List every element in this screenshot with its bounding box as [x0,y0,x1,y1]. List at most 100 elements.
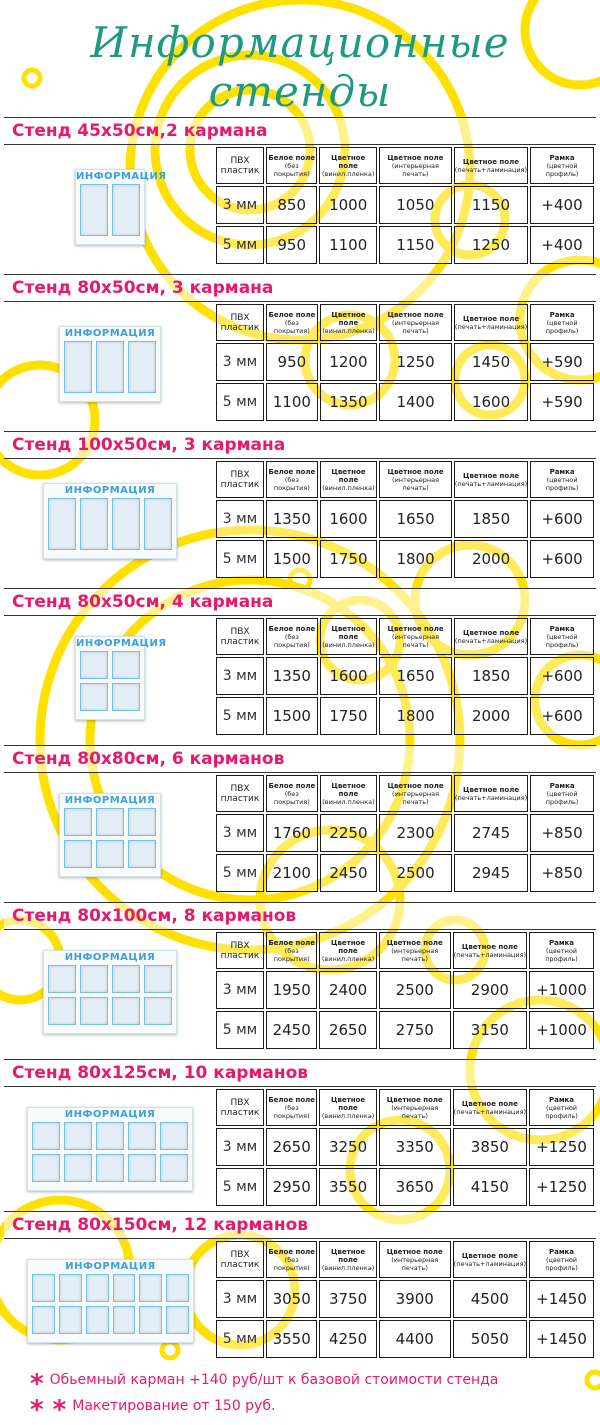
header-column-title: Цветное поле [387,153,444,162]
price-cell: +590 [530,383,594,421]
header-column-subtitle: (цветной профиль) [545,946,578,963]
price-cell: 1350 [266,500,318,538]
pocket [96,1154,124,1182]
header-column-subtitle: (винил.пленка) [322,797,375,806]
header-column: Рамка(цветной профиль) [529,1089,594,1126]
header-column-subtitle: (интерьерная печать) [391,946,439,963]
header-column-title: Рамка [548,938,575,947]
header-column: Цветное поле(интерьерная печать) [378,147,452,184]
thickness-cell: 5 мм [216,1320,264,1358]
header-column-title: Цветное поле [386,938,443,947]
header-column: Белое поле(без покрытия) [266,618,318,655]
header-column-subtitle: (цветной профиль) [545,632,579,649]
header-column-subtitle: (печать+ламинация) [453,1259,527,1268]
price-cell: +1000 [529,1011,594,1049]
header-column-title: Цветное поле [386,1247,443,1256]
pocket [139,1306,163,1334]
pocket [80,184,108,236]
double-asterisk-icon: * * [30,1395,67,1425]
header-pvc: ПВХ пластик [216,147,264,184]
header-pvc: ПВХ пластик [216,461,264,498]
price-cell: +600 [530,500,594,538]
pocket-grid [44,498,176,554]
header-column-title: Белое поле [268,1095,316,1104]
price-cell: 1760 [266,814,318,852]
pocket [144,997,172,1025]
pocket [160,1122,188,1150]
header-column-subtitle: (печать+ламинация) [454,165,528,174]
section-title: Стенд 80х50см, 3 кармана [4,274,596,302]
price-cell: 2450 [266,1011,318,1049]
header-column: Цветное поле(печать+ламинация) [452,1241,528,1278]
header-column-title: Цветное поле [463,628,520,637]
price-cell: 1800 [379,540,452,578]
price-cell: 1150 [378,226,452,264]
thickness-cell: 3 мм [216,1280,264,1318]
header-column-title: Цветное поле [387,310,444,319]
pocket [139,1274,163,1302]
price-cell: 3250 [319,1128,377,1166]
header-column-subtitle: (цветной профиль) [545,475,579,492]
header-column: Цветное поле(винил.пленка) [319,1241,377,1278]
header-column-title: Цветное поле [387,624,444,633]
price-cell: 950 [266,226,318,264]
price-cell: +1450 [529,1320,594,1358]
pocket [144,965,172,993]
thickness-cell: 5 мм [216,1011,264,1049]
pocket [32,1122,60,1150]
pocket [80,498,108,550]
pocket [32,1274,55,1302]
price-cell: 4150 [452,1168,528,1206]
header-column-subtitle: (интерьерная печать) [391,161,439,178]
price-cell: +400 [530,226,594,264]
price-cell: 1050 [378,186,452,224]
header-column-title: Цветное поле [463,785,520,794]
pocket [112,997,140,1025]
header-column-subtitle: (интерьерная печать) [391,1255,439,1272]
header-column-title: Рамка [549,781,575,790]
header-column-subtitle: (цветной профиль) [545,318,579,335]
price-cell: 2650 [266,1128,318,1166]
header-column-subtitle: (цветной профиль) [545,161,579,178]
pocket [32,1306,55,1334]
stand-header-label: ИНФОРМАЦИЯ [64,952,156,963]
price-cell: 1750 [319,697,378,735]
price-cell: 1500 [266,697,318,735]
header-column-title: Цветное поле [462,157,519,166]
header-column-subtitle: (печать+ламинация) [454,322,528,331]
header-column: Рамка(цветной профиль) [529,932,594,969]
price-cell: +600 [530,697,594,735]
header-column-title: Белое поле [268,938,316,947]
header-column-subtitle: (печать+ламинация) [453,1107,527,1116]
page-title: Информационные стенды [90,18,510,116]
price-cell: 3050 [266,1280,318,1318]
stand-header-label: ИНФОРМАЦИЯ [64,485,156,496]
header-column-title: Цветное поле [461,1251,518,1260]
pocket [112,965,140,993]
header-column-subtitle: (без покрытия) [273,318,310,335]
header-column-subtitle: (без покрытия) [273,475,310,492]
price-cell: 1800 [379,697,452,735]
header-column-subtitle: (без покрытия) [273,946,310,963]
price-cell: +850 [530,854,594,892]
header-column-title: Рамка [549,624,575,633]
header-column-subtitle: (печать+ламинация) [454,793,528,802]
pocket [64,341,92,393]
header-column: Цветное поле(винил.пленка) [319,461,378,498]
pocket [64,1122,92,1150]
pocket [112,683,140,711]
